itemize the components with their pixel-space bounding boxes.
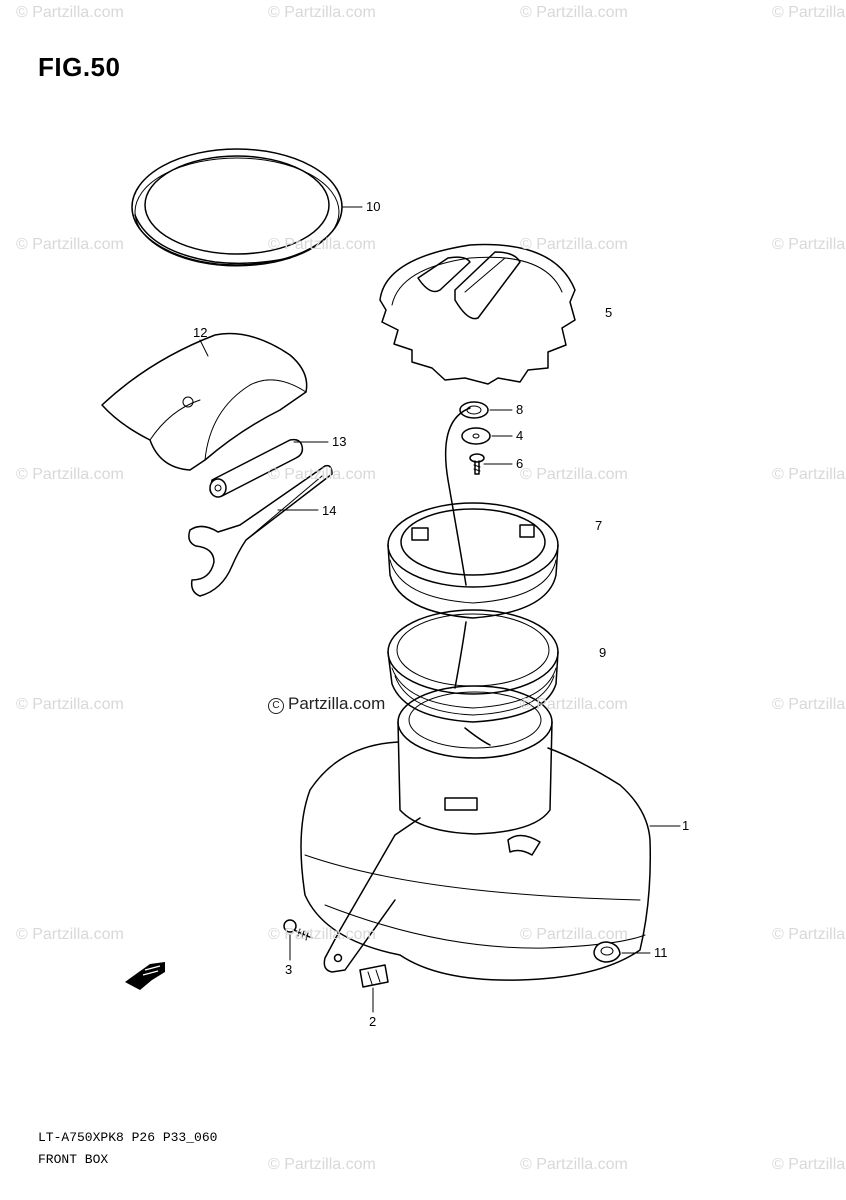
watermark: © Partzilla.com — [772, 236, 846, 253]
watermark: © Partzilla.com — [16, 4, 124, 21]
watermark: © Partzilla.com — [772, 926, 846, 943]
callout-9: 9 — [599, 645, 607, 660]
watermark: © Partzilla.com — [268, 1156, 376, 1173]
front-arrow-icon — [125, 962, 165, 990]
watermark: © Partzilla.com — [520, 466, 628, 483]
callout-12: 12 — [193, 325, 208, 340]
part-lid-cap — [379, 243, 576, 385]
watermark: © Partzilla.com — [268, 926, 376, 943]
watermark: © Partzilla.com — [268, 4, 376, 21]
callout-11: 11 — [654, 945, 668, 960]
callout-10: 10 — [366, 199, 381, 214]
watermark: © Partzilla.com — [772, 4, 846, 21]
watermark: © Partzilla.com — [520, 4, 628, 21]
watermark: © Partzilla.com — [16, 926, 124, 943]
figure-title: FIG.50 — [38, 52, 121, 82]
callout-6: 6 — [516, 456, 524, 471]
leader-lines — [199, 206, 681, 1013]
part-tool-bag — [101, 332, 308, 471]
watermark: © Partzilla.com — [772, 466, 846, 483]
part-screw-3 — [283, 919, 313, 941]
watermark: © Partzilla.com — [268, 236, 376, 253]
figure-code: LT-A750XPK8 P26 P33_060 — [38, 1130, 218, 1145]
callout-1: 1 — [682, 818, 690, 833]
callout-7: 7 — [595, 518, 603, 533]
part-tool — [209, 438, 304, 498]
watermark: © Partzilla.com — [16, 696, 124, 713]
part-washer-4 — [461, 427, 491, 445]
watermark: © Partzilla.com — [520, 696, 628, 713]
callout-3: 3 — [285, 962, 293, 977]
part-clip — [359, 964, 389, 988]
watermark: © Partzilla.com — [268, 466, 376, 483]
part-screw-6 — [469, 453, 485, 475]
watermark: © Partzilla.com — [520, 926, 628, 943]
tether-wire — [444, 407, 491, 746]
watermark: © Partzilla.com — [520, 236, 628, 253]
watermark: © Partzilla.com — [16, 466, 124, 483]
callout-13: 13 — [332, 434, 347, 449]
part-nut — [593, 941, 621, 963]
part-washer-8 — [459, 401, 489, 419]
part-front-box — [300, 685, 652, 981]
watermark: © Partzilla.com — [520, 1156, 628, 1173]
part-spanner — [188, 464, 333, 597]
callout-8: 8 — [516, 402, 524, 417]
watermark: © Partzilla.com — [772, 1156, 846, 1173]
callout-5: 5 — [605, 305, 613, 320]
callout-14: 14 — [322, 503, 337, 518]
watermark: © Partzilla.com — [16, 236, 124, 253]
part-lid-ring — [387, 502, 559, 619]
watermark: © Partzilla.com — [772, 696, 846, 713]
callout-2: 2 — [369, 1014, 377, 1029]
callout-4: 4 — [516, 428, 524, 443]
figure-name: FRONT BOX — [38, 1152, 109, 1167]
